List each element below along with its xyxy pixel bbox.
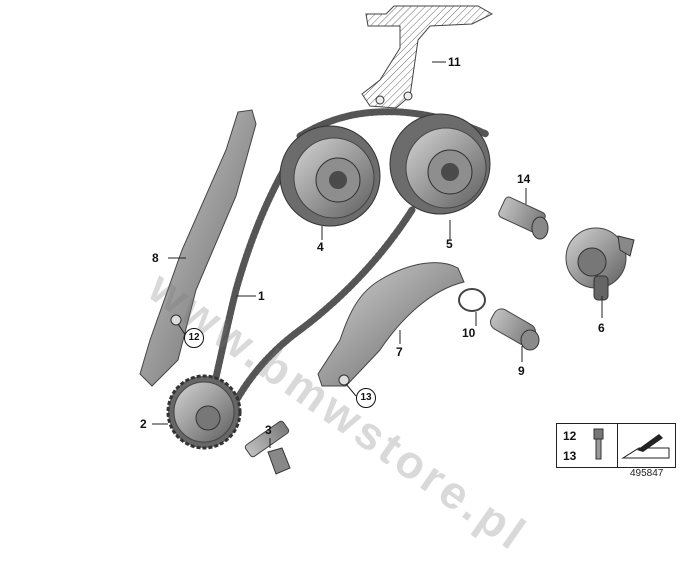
chain-guide-rail [139, 109, 257, 387]
central-bolt [498, 196, 549, 240]
callout-3: 3 [265, 423, 272, 437]
legend-divider [617, 424, 618, 467]
callout-1: 1 [258, 289, 265, 303]
callout-11: 11 [448, 55, 461, 69]
seal-ring [458, 288, 486, 312]
exhaust-vanos-sprocket [389, 113, 491, 215]
leader-lines [152, 61, 603, 448]
callout-6: 6 [598, 321, 605, 335]
page-turn-arrow-icon [621, 434, 670, 459]
diagram-id: 495847 [630, 468, 664, 479]
callout-13: 13 [356, 388, 376, 408]
callout-9: 9 [518, 364, 525, 378]
callout-7: 7 [396, 345, 403, 359]
callout-10: 10 [462, 326, 476, 340]
legend-item-12: 12 [563, 429, 577, 443]
callout-2: 2 [140, 417, 147, 431]
intake-vanos-sprocket [279, 125, 381, 227]
callout-8: 8 [152, 251, 159, 265]
callout-14: 14 [517, 172, 531, 186]
crankshaft-bolt [244, 420, 291, 475]
mounting-bracket [361, 5, 494, 109]
legend-item-13: 13 [563, 449, 577, 463]
callout-4: 4 [317, 240, 324, 254]
screw-icon [593, 428, 604, 460]
crankshaft-sprocket [166, 374, 242, 450]
callout-12: 12 [184, 328, 204, 348]
legend-box: 12 13 [556, 423, 676, 468]
solenoid-valve [565, 227, 635, 301]
timing-chain-diagram [139, 5, 635, 475]
tensioner-rail [317, 262, 465, 387]
chain-tensioner [490, 308, 540, 351]
callout-5: 5 [446, 237, 453, 251]
